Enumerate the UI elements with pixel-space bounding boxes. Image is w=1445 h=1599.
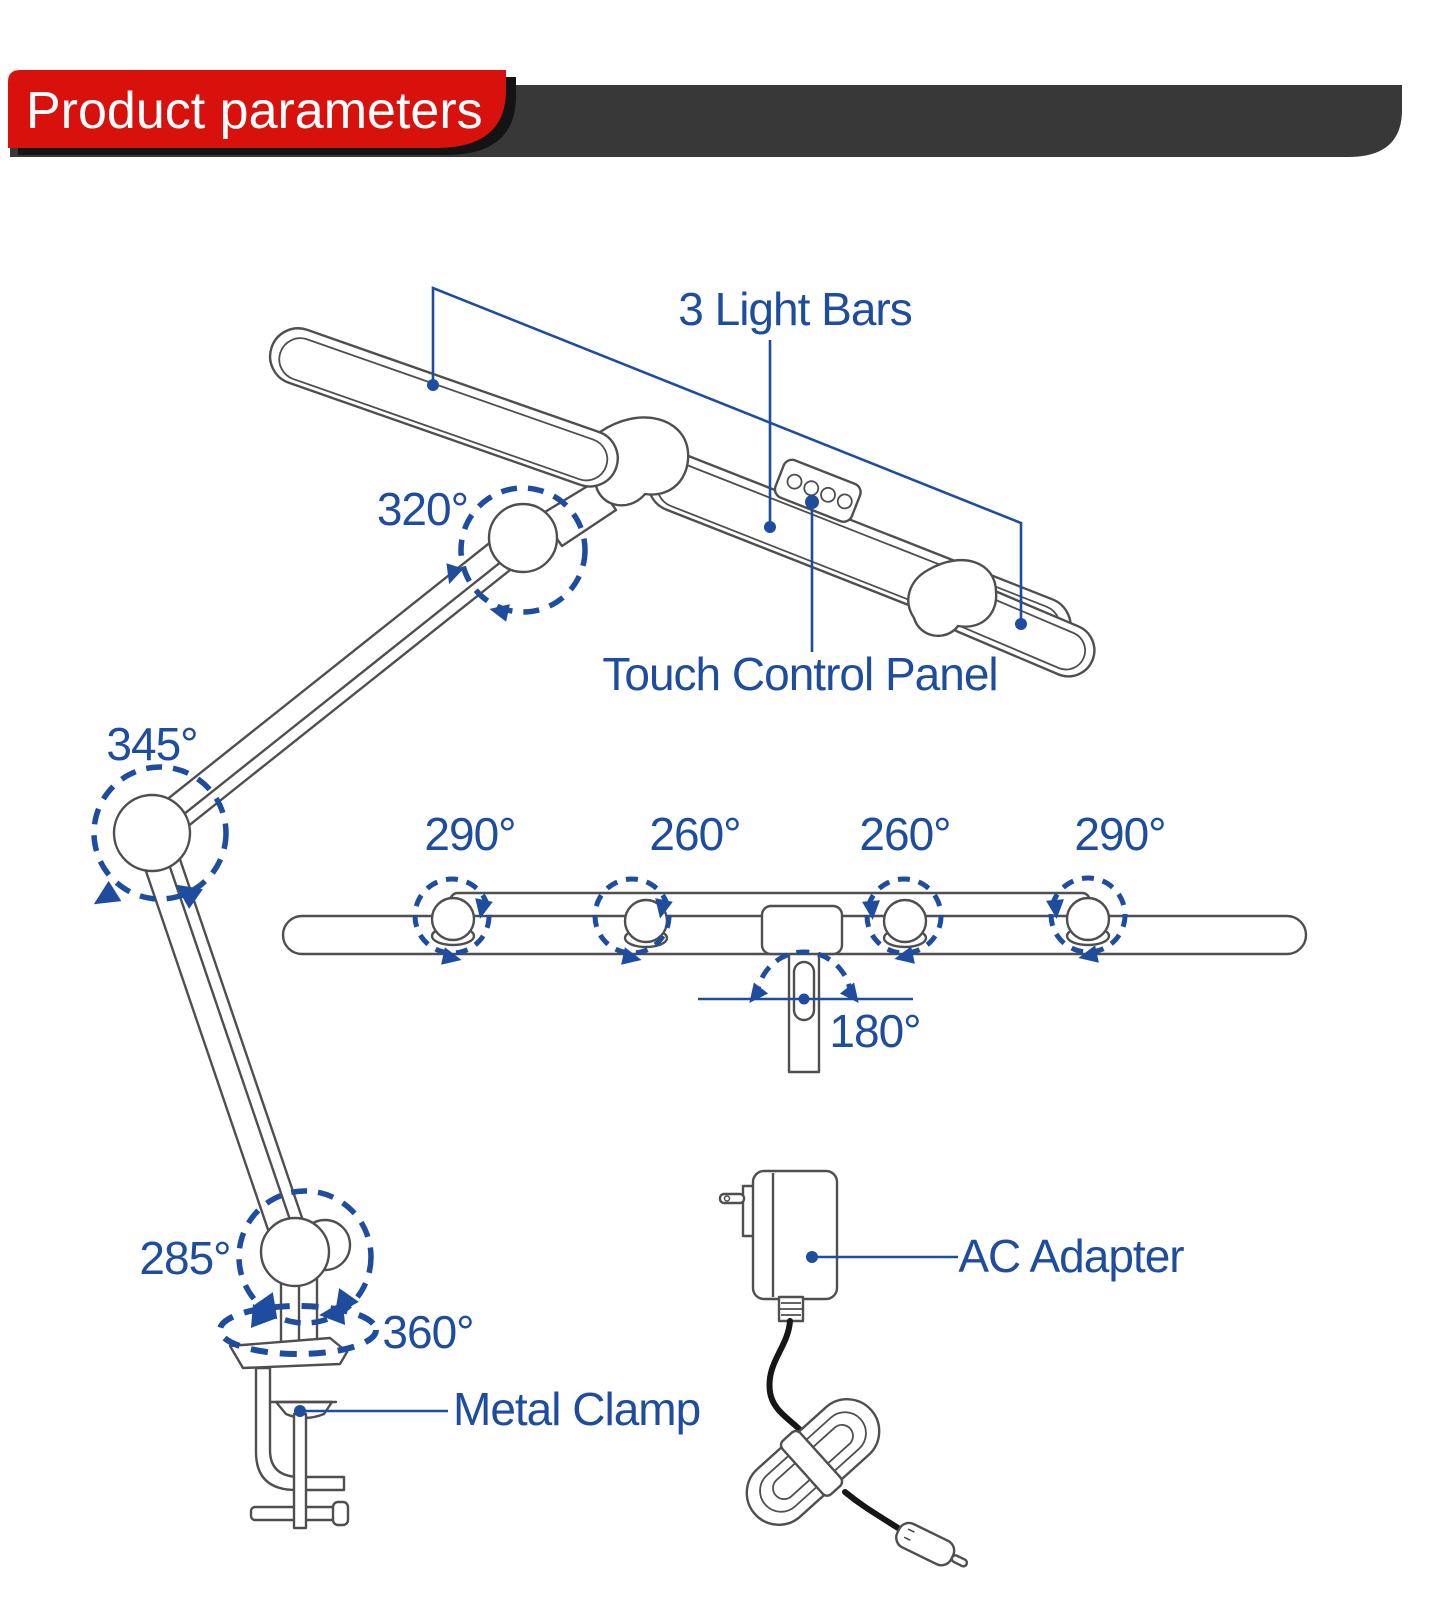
- ring-345: [91, 764, 229, 902]
- clamp-screw-rod: [292, 1412, 308, 1530]
- ring-290-left: [412, 876, 492, 956]
- header-banner: Product parameters: [8, 70, 1402, 157]
- angle-bar-outer-right: 290°: [1074, 808, 1165, 860]
- hinge-outer-left: [430, 896, 476, 942]
- ring-360: [217, 1303, 379, 1357]
- upper-arm: [141, 519, 540, 847]
- coil-wrap-band: [779, 1429, 844, 1497]
- angle-base-rotation: 360°: [382, 1306, 473, 1358]
- plug-prong: [718, 1192, 746, 1205]
- bar-front-view: [281, 891, 1308, 1074]
- adapter-body: [751, 1169, 839, 1301]
- touch-button-mode-icon: [803, 480, 820, 497]
- clamp-c-body: [254, 1366, 346, 1492]
- hinge-outer-right: [1065, 896, 1111, 942]
- mount-block: [760, 904, 844, 956]
- hinge-inner-right: [882, 898, 928, 944]
- label-metal-clamp: Metal Clamp: [453, 1383, 700, 1435]
- annotations: 3 Light Bars Touch Control Panel 320° 34…: [87, 283, 1185, 1435]
- ring-260-left: [592, 876, 672, 956]
- angle-head-rotation: 180°: [829, 1005, 920, 1057]
- angle-bar-inner-right: 260°: [859, 808, 950, 860]
- base-ball-joint: [259, 1216, 331, 1288]
- upper-ball-joint: [487, 502, 559, 574]
- touch-button-power-icon: [786, 473, 803, 490]
- ring-260-right: [864, 876, 944, 956]
- dc-plug-body: [895, 1521, 956, 1567]
- leader-dots: [294, 379, 1027, 1417]
- label-light-bars: 3 Light Bars: [678, 283, 911, 335]
- clamp-handle-knob: [331, 1500, 350, 1527]
- rotation-rings: [91, 485, 1128, 1357]
- touch-button-brighten-icon: [836, 493, 853, 510]
- ac-adapter-drawing: [718, 1169, 969, 1568]
- leader-lines: [300, 286, 1023, 1413]
- light-bar-left: [268, 327, 619, 488]
- angle-upper-joint: 320°: [377, 483, 468, 535]
- touch-control-panel: [773, 458, 862, 523]
- angle-bar-inner-left: 260°: [649, 808, 740, 860]
- ring-285: [236, 1188, 374, 1326]
- forearm: [131, 820, 316, 1268]
- label-touch-control-panel: Touch Control Panel: [602, 648, 997, 700]
- angle-base-joint: 285°: [139, 1232, 230, 1284]
- arc-180: [754, 949, 854, 1000]
- angle-bar-outer-left: 290°: [424, 808, 515, 860]
- angle-elbow-joint: 345°: [106, 718, 197, 770]
- lamp-drawing: [112, 327, 1096, 1530]
- cord-coil: [745, 1398, 881, 1526]
- touch-button-dim-icon: [820, 486, 836, 503]
- adapter-cord-upper: [766, 1318, 807, 1437]
- bar-hinge-right: [907, 559, 998, 638]
- label-ac-adapter: AC Adapter: [958, 1230, 1184, 1282]
- header-banner-red: [8, 70, 506, 148]
- light-bars-bracket: [431, 286, 1023, 624]
- ring-290-right: [1048, 875, 1128, 955]
- page-title: Product parameters: [26, 82, 483, 140]
- metal-clamp: [228, 1336, 350, 1530]
- ring-320: [458, 485, 588, 615]
- dc-plug: [895, 1521, 969, 1568]
- adapter-cord-lower: [842, 1489, 901, 1531]
- elbow-ball-joint: [112, 793, 192, 873]
- mount-post-slot: [792, 960, 816, 1022]
